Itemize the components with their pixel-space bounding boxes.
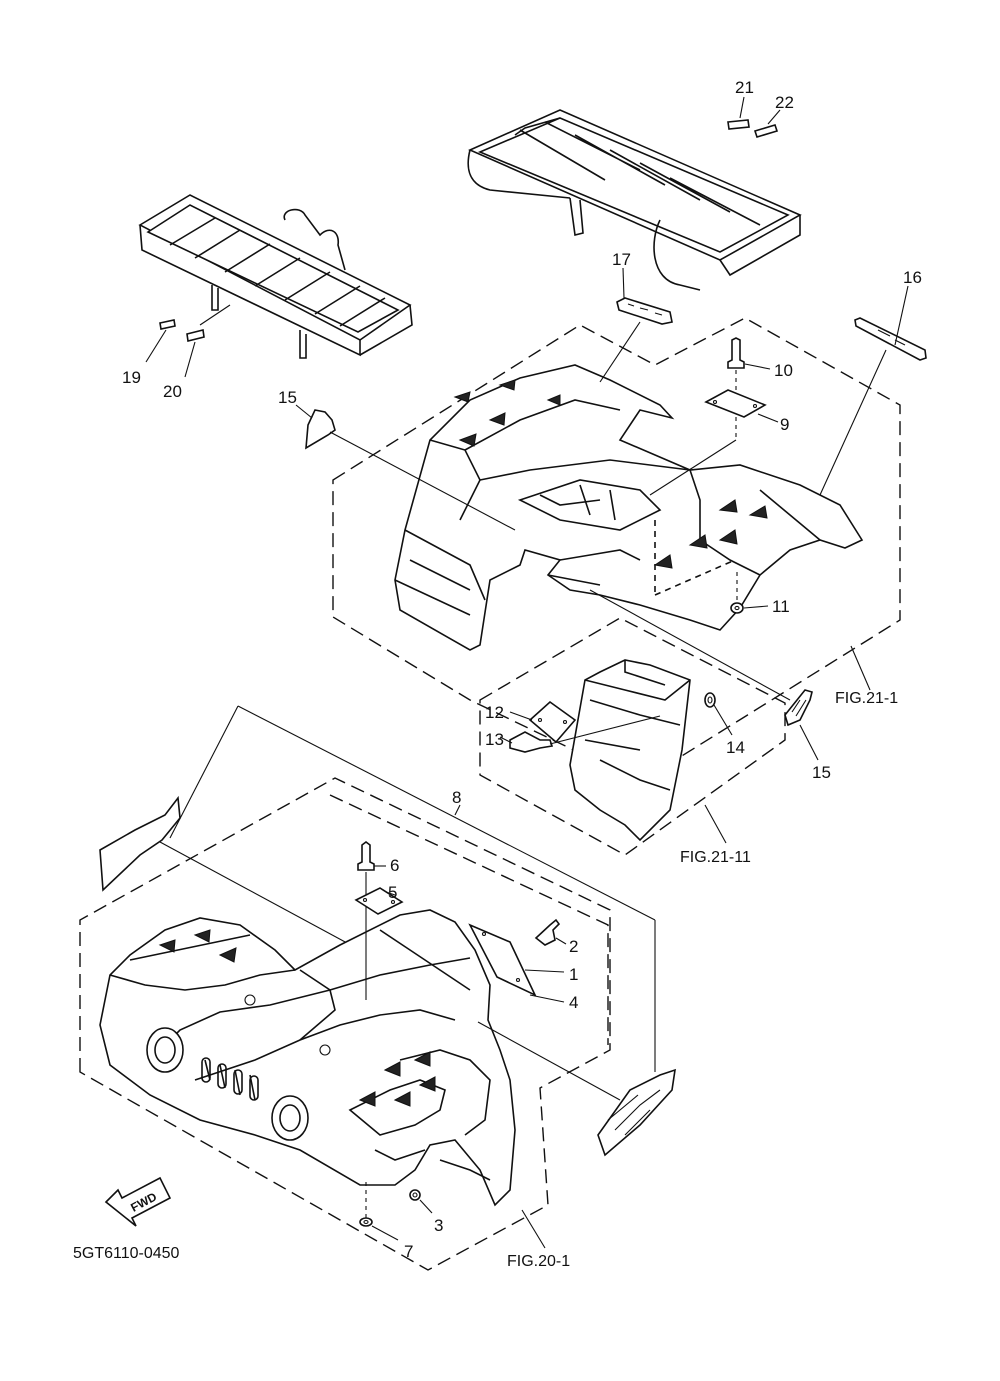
plate-9	[704, 389, 767, 418]
decal-15-lower	[784, 689, 813, 727]
fig-ref-rear-flap: FIG.21-11	[680, 849, 751, 866]
front-fender-group-outline	[79, 777, 611, 1271]
callout-10: 10	[774, 361, 793, 380]
rear-carrier	[467, 109, 802, 291]
callout-7: 7	[404, 1242, 413, 1261]
decal-17	[616, 297, 673, 325]
callout-13: 13	[485, 730, 504, 749]
rivet-13	[509, 731, 554, 753]
decal-21	[727, 119, 750, 130]
fig-ref-front-fender: FIG.20-1	[507, 1253, 570, 1270]
front-fender	[99, 909, 516, 1207]
decal-20	[186, 329, 205, 342]
fig-ref-rear-fender: FIG.21-1	[835, 690, 898, 707]
diagram-code: 5GT6110-0450	[73, 1245, 180, 1262]
rear-fender	[394, 364, 864, 651]
callout-22: 22	[775, 93, 794, 112]
callout-9: 9	[780, 415, 789, 434]
callout-6: 6	[390, 856, 399, 875]
decal-22	[753, 124, 779, 138]
forward-arrow-icon: FWD	[104, 1176, 172, 1227]
rivet-2	[534, 918, 561, 946]
callout-16: 16	[903, 268, 922, 287]
callout-3: 3	[434, 1216, 443, 1235]
callout-4: 4	[569, 993, 578, 1012]
decal-15-upper	[305, 409, 336, 450]
callout-20: 20	[163, 382, 182, 401]
front-carrier	[138, 194, 413, 359]
rivet-6	[357, 841, 375, 871]
callout-8: 8	[452, 788, 461, 807]
nut-14	[704, 692, 716, 708]
front-fender-subgroup-outline	[329, 794, 609, 1045]
nut-7	[359, 1217, 373, 1227]
callout-21: 21	[735, 78, 754, 97]
callout-1: 1	[569, 965, 578, 984]
decal-front-right	[597, 1068, 676, 1157]
callout-17: 17	[612, 250, 631, 269]
callout-5: 5	[388, 883, 397, 902]
callout-15-upper: 15	[278, 388, 297, 407]
callout-19: 19	[122, 368, 141, 387]
decal-19	[159, 319, 176, 330]
rear-fender-group-outline	[332, 317, 901, 783]
callout-15-lower: 15	[812, 763, 831, 782]
callout-14: 14	[726, 738, 745, 757]
plate-5	[354, 887, 404, 915]
callout-2: 2	[569, 937, 578, 956]
callout-12: 12	[485, 703, 504, 722]
nut-3	[409, 1189, 421, 1201]
rear-flap-guard	[569, 659, 691, 842]
rear-flap-group-outline	[479, 617, 786, 856]
callout-11: 11	[772, 597, 790, 616]
rivet-10	[727, 337, 745, 369]
plate-1	[468, 923, 537, 997]
nut-11	[730, 602, 744, 614]
plate-12	[528, 700, 577, 744]
decal-left-side	[99, 795, 181, 892]
decal-16	[854, 317, 927, 361]
